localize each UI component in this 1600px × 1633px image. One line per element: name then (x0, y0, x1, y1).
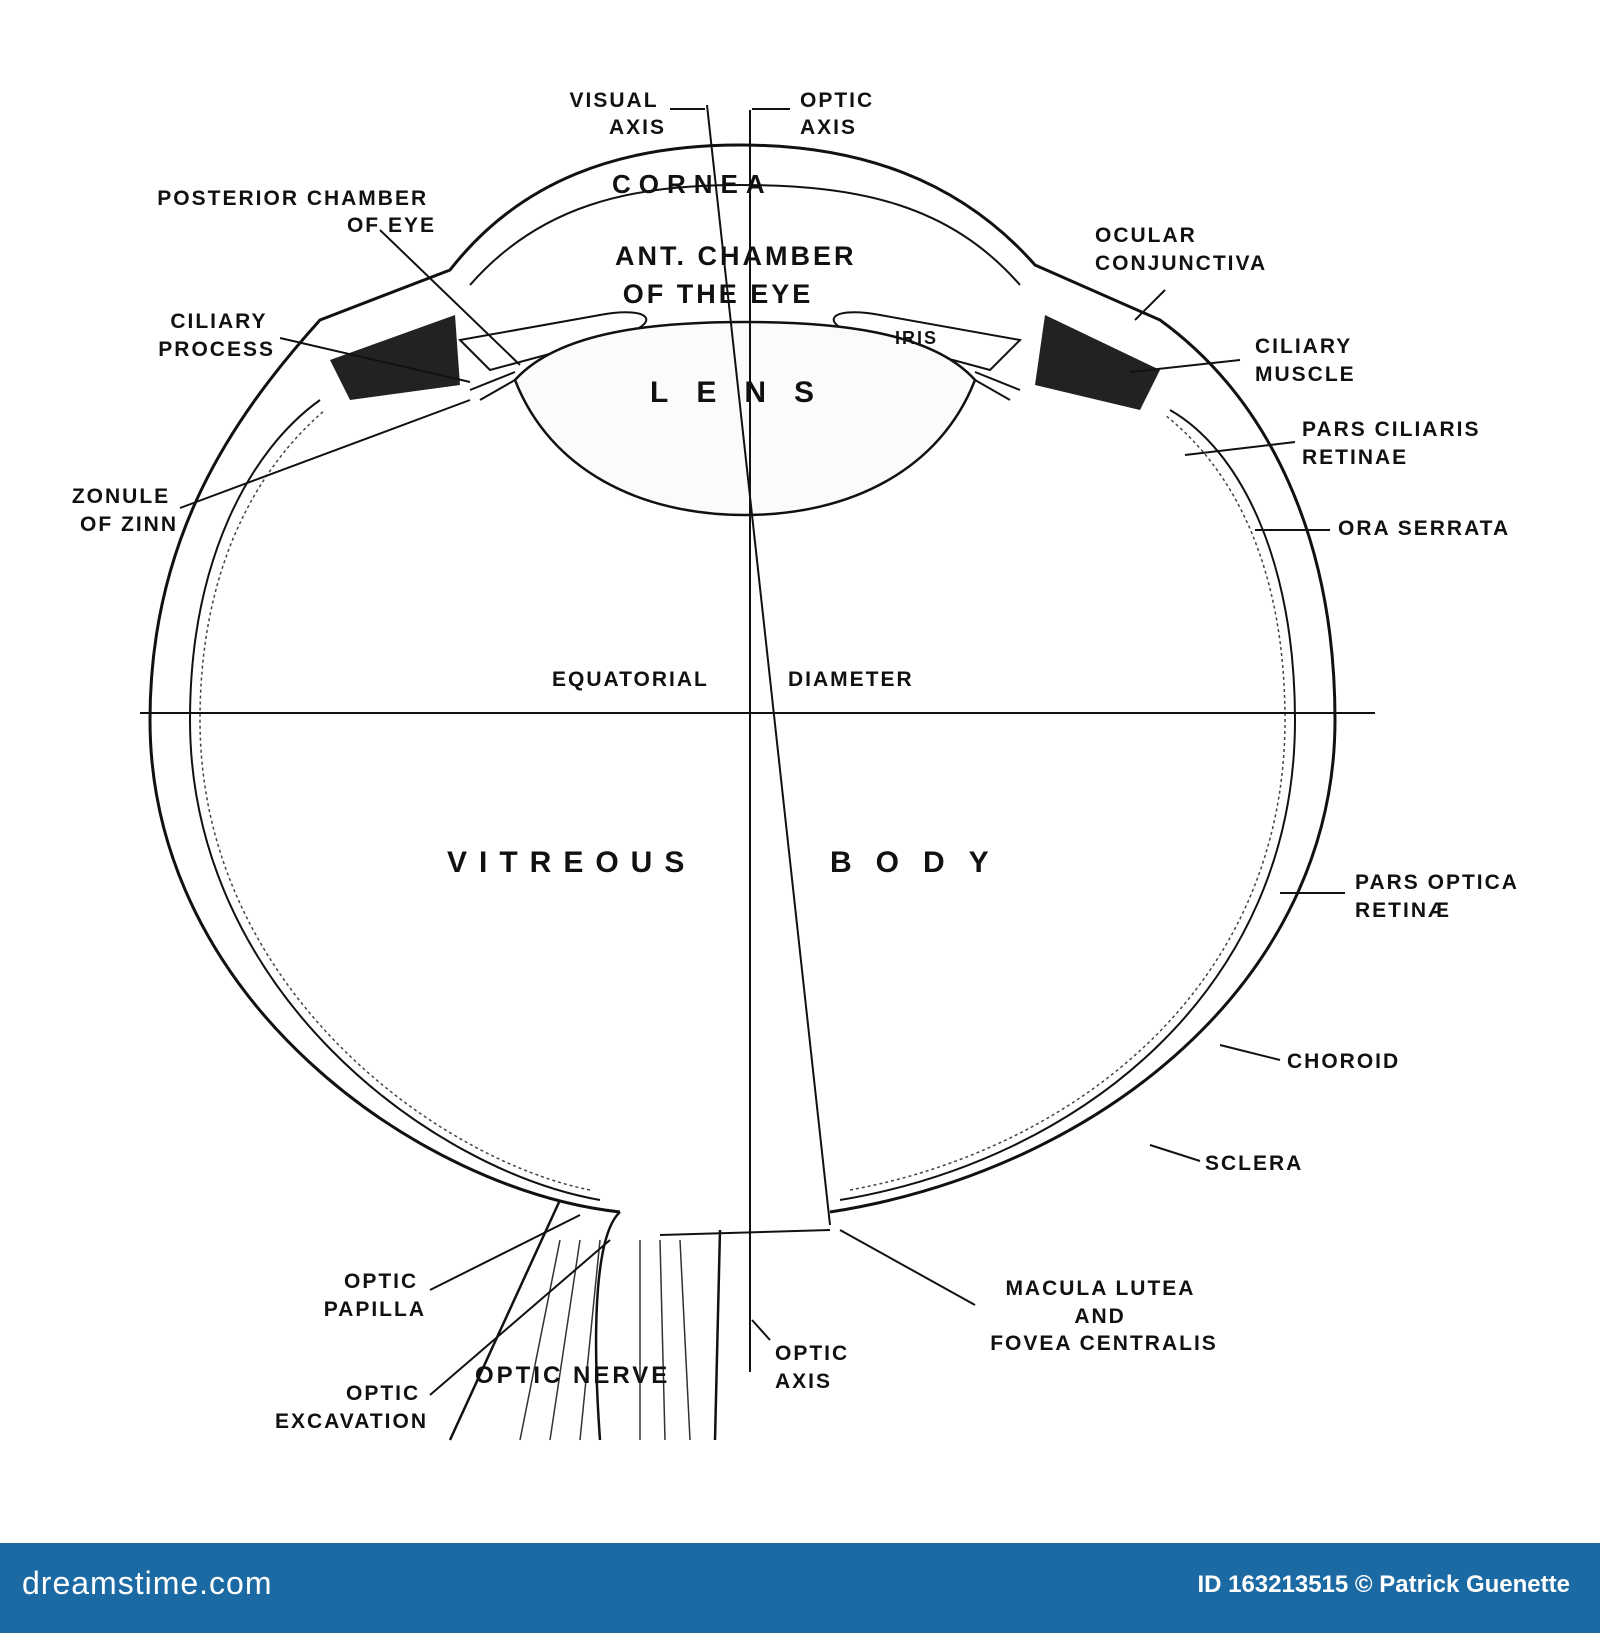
macula-label: MACULA LUTEA AND FOVEA CENTRALIS (990, 1277, 1218, 1355)
pars-ciliaris-label: PARS CILIARIS RETINAE (1302, 418, 1488, 469)
zonule-right (974, 371, 1021, 401)
iris-label: IRIS (895, 328, 938, 348)
sclera-outline (148, 143, 1337, 1214)
ciliary-muscle-right (1035, 315, 1160, 410)
optic-nerve-fibres (519, 1239, 691, 1441)
cornea-label: CORNEA (612, 169, 773, 199)
dreamstime-logo[interactable]: dreamstime.com (22, 1565, 273, 1601)
ciliary-muscle-label: CILIARY MUSCLE (1255, 335, 1360, 386)
pars-optica-label: PARS OPTICA RETINÆ (1355, 871, 1526, 922)
diameter-label: DIAMETER (788, 668, 914, 691)
macula-retina (659, 1229, 831, 1236)
visual-axis-label: VISUAL AXIS (570, 89, 666, 139)
visual-axis-line (706, 104, 831, 1226)
cornea-inner (469, 183, 1021, 286)
leader-lines (179, 108, 1345, 1396)
choroid-right (849, 414, 1286, 1191)
image-credit: ID 163213515 © Patrick Guenette (1197, 1571, 1570, 1598)
lens-shape (513, 320, 977, 517)
optic-axis-top-label: OPTIC AXIS (800, 89, 882, 139)
zonule-left (469, 371, 516, 401)
ciliary-muscle-left (330, 315, 460, 400)
optic-axis-bottom-label: OPTIC AXIS (775, 1342, 857, 1393)
body-label: BODY (830, 846, 1013, 879)
equatorial-label: EQUATORIAL (552, 668, 709, 691)
ciliary-process-label: CILIARY PROCESS (158, 310, 275, 361)
choroid-left (199, 409, 591, 1191)
optic-nerve-shape (448, 1199, 722, 1441)
posterior-chamber-label: POSTERIOR CHAMBER OF EYE (157, 187, 436, 237)
optic-excavation-label: OPTIC EXCAVATION (275, 1382, 428, 1433)
choroid-label: CHOROID (1287, 1050, 1400, 1073)
eyeball (148, 143, 1337, 1441)
sclera-inner (188, 399, 601, 1201)
ant-chamber-label: ANT. CHAMBER OF THE EYE (615, 241, 867, 309)
ocular-conjunctiva-label: OCULAR CONJUNCTIVA (1095, 224, 1267, 275)
sclera-inner-right (839, 409, 1297, 1201)
sclera-label: SCLERA (1205, 1152, 1303, 1175)
zonule-label: ZONULE OF ZINN (72, 485, 178, 536)
ora-serrata-label: ORA SERRATA (1338, 517, 1510, 540)
watermark-footer: dreamstime.com ID 163213515 © Patrick Gu… (0, 1543, 1600, 1633)
eye-cross-section-diagram: VISUAL AXIS OPTIC AXIS CORNEA POSTERIOR … (72, 89, 1526, 1441)
vitreous-label: VITREOUS (447, 846, 696, 879)
optic-papilla-label: OPTIC PAPILLA (324, 1270, 426, 1321)
lens-label: LENS (650, 376, 842, 409)
optic-nerve-label: OPTIC NERVE (475, 1362, 670, 1389)
